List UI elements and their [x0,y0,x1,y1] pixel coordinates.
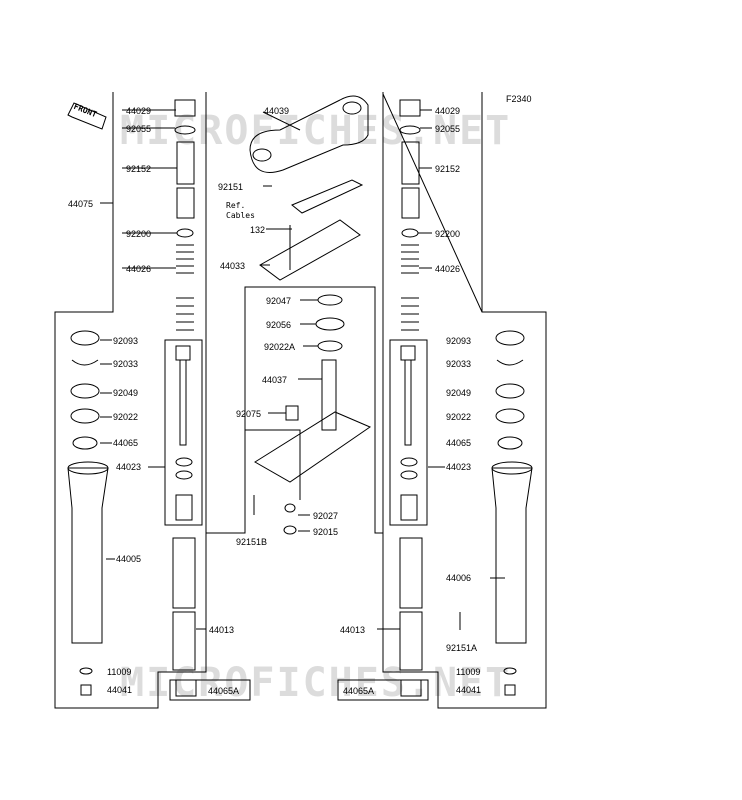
part-92152-right: 92152 [435,164,461,174]
part-44006: 44006 [446,573,472,583]
part-44041-left: 44041 [107,685,133,695]
part-44013-right: 44013 [340,625,366,635]
part-92056: 92056 [266,320,292,330]
part-92047: 92047 [266,296,292,306]
part-92022a: 92022A [264,342,296,352]
part-11009-left: 11009 [107,667,132,677]
part-44039: 44039 [264,106,290,116]
part-44023-left: 44023 [116,462,142,472]
diagram-code: F2340 [506,94,532,104]
part-44029-right: 44029 [435,106,461,116]
part-44065-right: 44065 [446,438,472,448]
part-92033-right: 92033 [446,359,472,369]
part-44033: 44033 [220,261,246,271]
part-92055-left: 92055 [126,124,152,134]
part-44005: 44005 [116,554,142,564]
part-92093-left: 92093 [113,336,139,346]
watermark-bottom: MICROFICHES.NET [120,660,512,706]
part-44026-right: 44026 [435,264,461,274]
part-11009-right: 11009 [456,667,481,677]
part-132: 132 [250,225,266,235]
part-92049-right: 92049 [446,388,472,398]
part-44023-right: 44023 [446,462,472,472]
part-92200-left: 92200 [126,229,152,239]
part-44029-left: 44029 [126,106,152,116]
part-44041-right: 44041 [456,685,482,695]
part-92093-right: 92093 [446,336,472,346]
part-92022-right: 92022 [446,412,472,422]
part-92200-right: 92200 [435,229,461,239]
ref-note-line1: Ref. [226,201,246,210]
part-44013-left: 44013 [209,625,235,635]
part-92027: 92027 [313,511,339,521]
part-44026-left: 44026 [126,264,152,274]
part-44075: 44075 [68,199,94,209]
part-92151b: 92151B [236,537,268,547]
part-92055-right: 92055 [435,124,461,134]
part-44065a-right: 44065A [343,686,375,696]
part-44037: 44037 [262,375,288,385]
part-92075: 92075 [236,409,262,419]
part-92049-left: 92049 [113,388,139,398]
part-44065a-left: 44065A [208,686,240,696]
part-92022-left: 92022 [113,412,139,422]
ref-note-line2: Cables [226,211,255,220]
part-92151: 92151 [218,182,244,192]
part-44065-left: 44065 [113,438,139,448]
part-92015: 92015 [313,527,339,537]
part-92151a: 92151A [446,643,478,653]
part-92033-left: 92033 [113,359,139,369]
part-92152-left: 92152 [126,164,152,174]
